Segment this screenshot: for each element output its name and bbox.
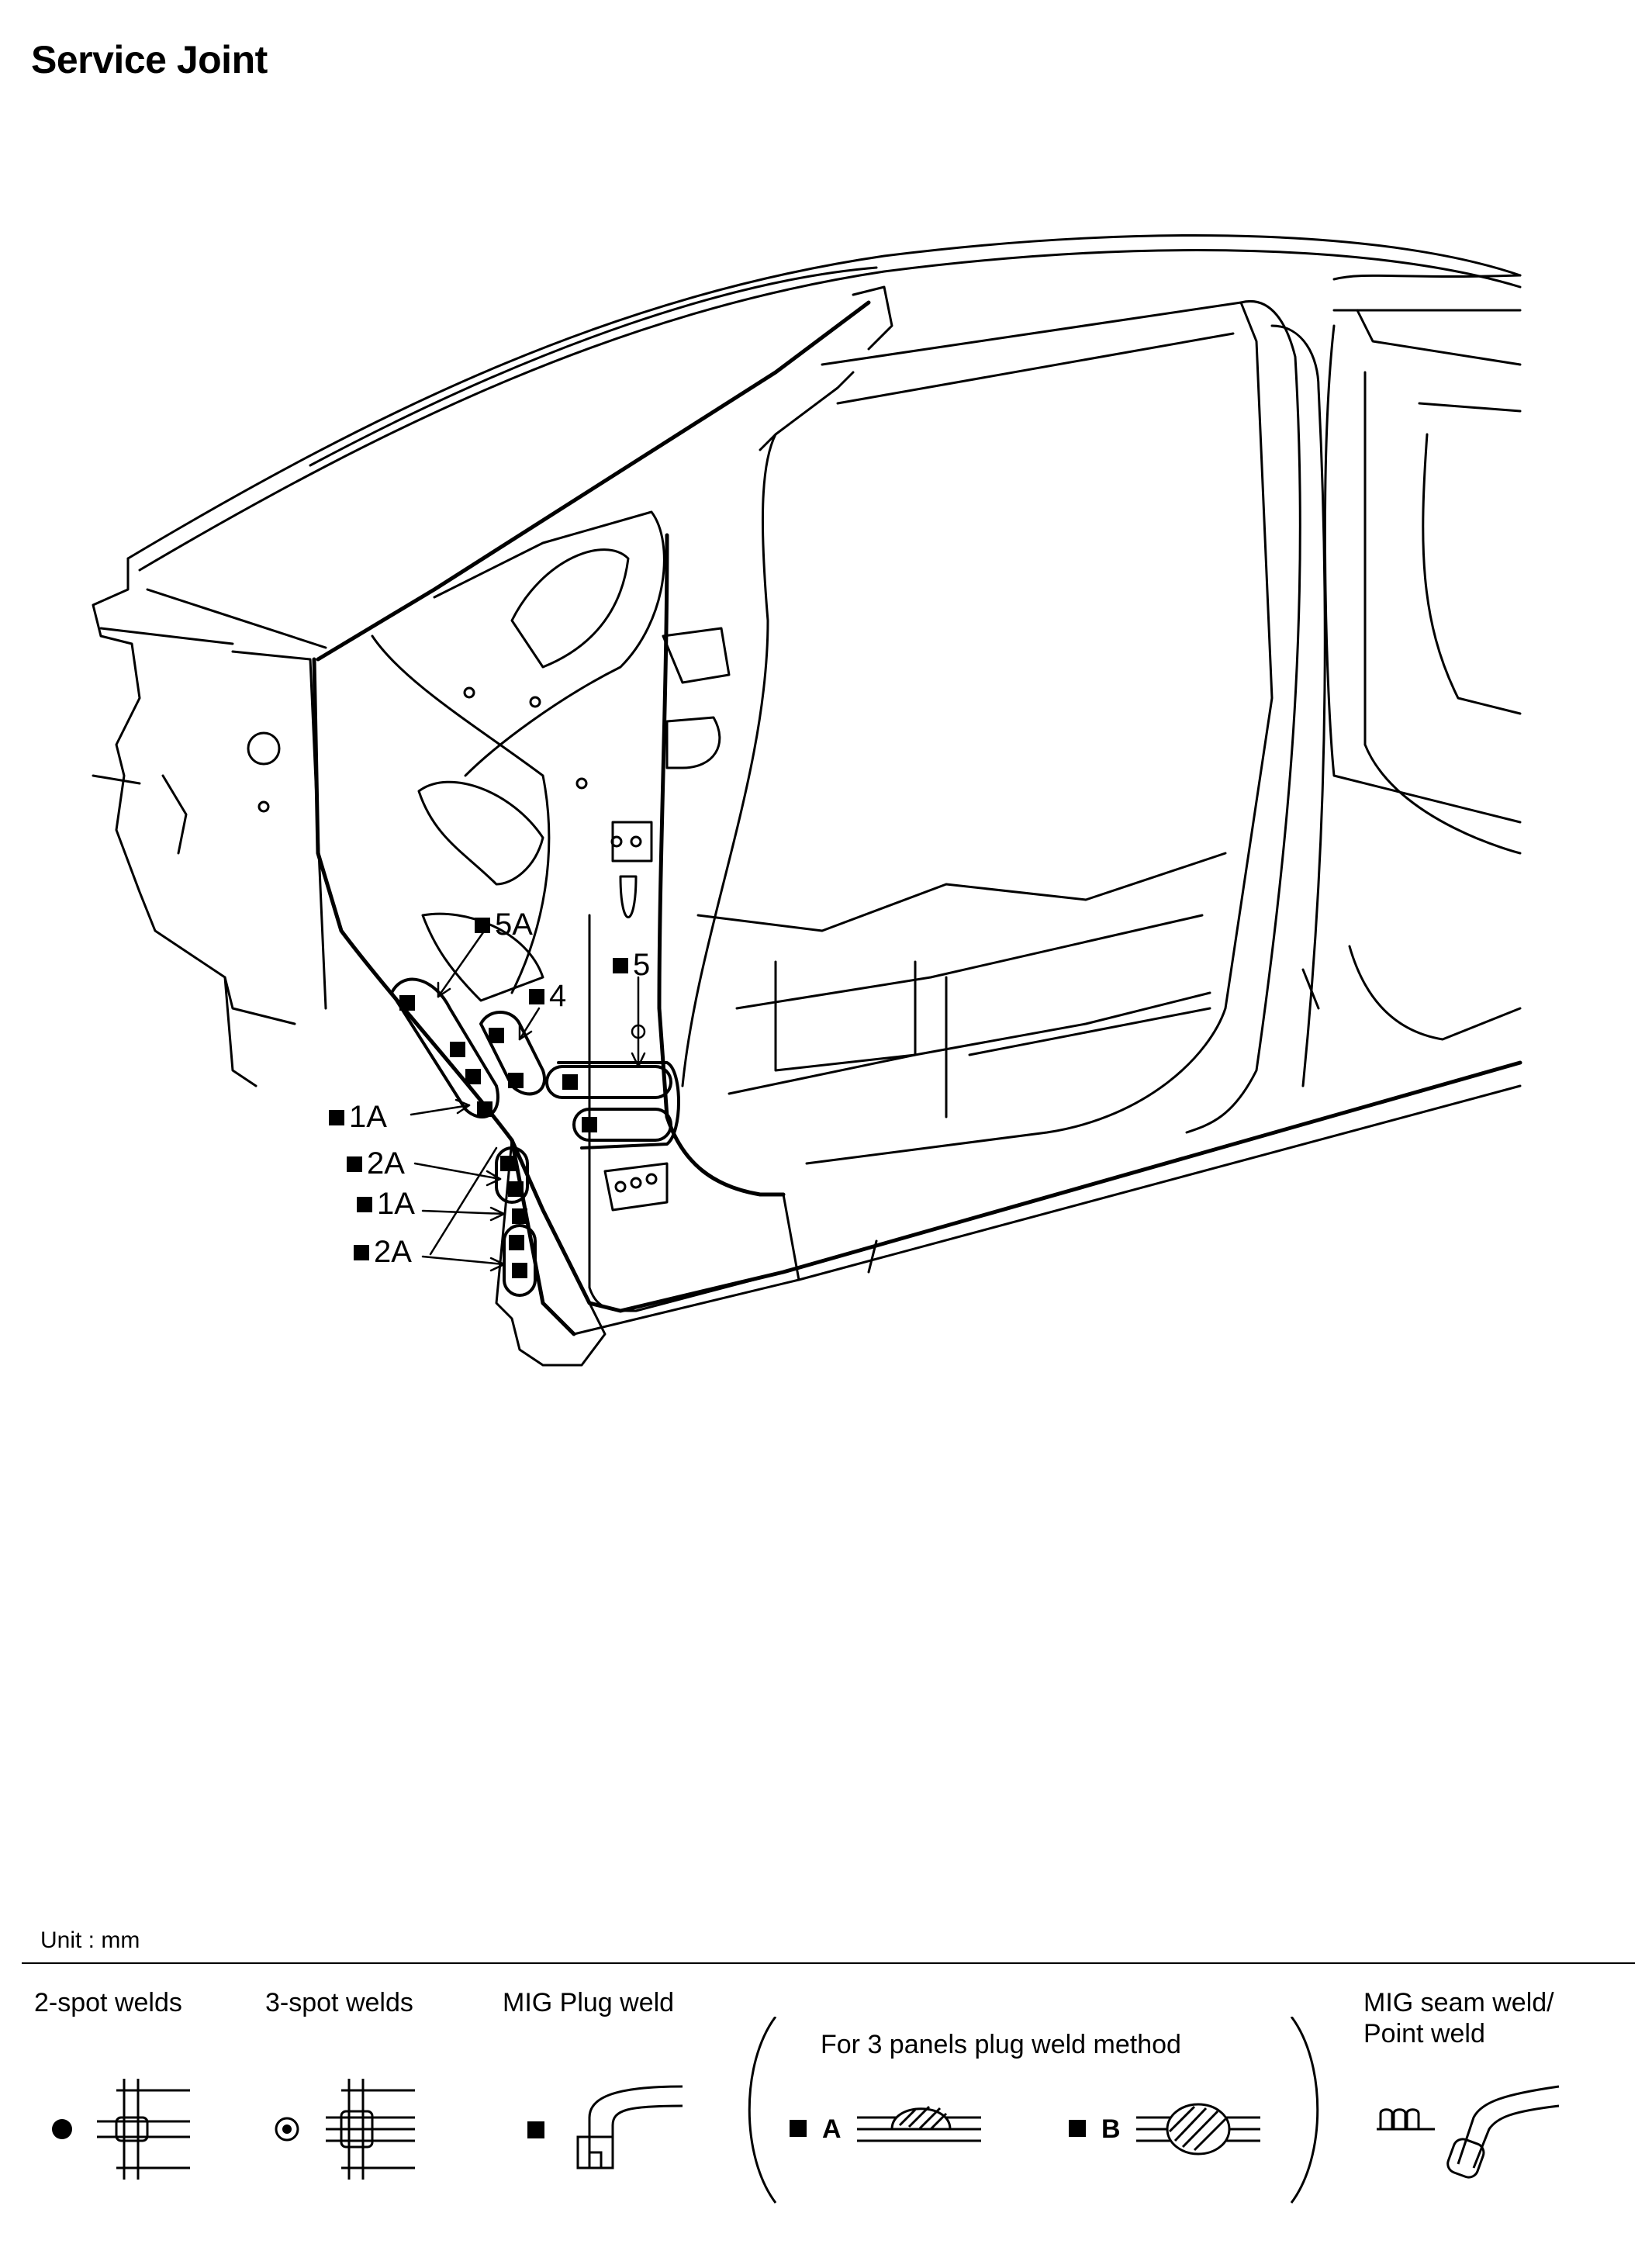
mig-seam-weld-icon	[1377, 2085, 1560, 2179]
legend-symbols	[52, 2017, 1560, 2204]
callout-2A-lower: 2A	[354, 1235, 412, 1270]
weld-square-icon	[613, 957, 628, 973]
weld-square-icon	[347, 1156, 362, 1172]
weld-area-2A-lower	[503, 1224, 537, 1297]
weld-area-5	[545, 1061, 680, 1150]
legend-2-spot-label: 2-spot welds	[34, 1988, 182, 2017]
weld-markers	[399, 995, 597, 1278]
legend-divider	[22, 1962, 1635, 1964]
plug-weld-method-a-icon	[790, 2105, 981, 2142]
two-spot-weld-icon	[52, 2079, 190, 2180]
unit-label: Unit : mm	[40, 1927, 140, 1953]
weld-square-icon	[329, 1109, 344, 1125]
weld-area-2A-upper	[495, 1146, 529, 1204]
plug-weld-method-b-icon	[1069, 2103, 1260, 2156]
callout-1A-lower: 1A	[357, 1187, 415, 1222]
weld-square-icon	[475, 917, 490, 933]
weld-area-4	[479, 1011, 546, 1096]
callout-1A-upper: 1A	[329, 1100, 387, 1135]
legend-mig-plug-label: MIG Plug weld	[503, 1988, 675, 2017]
method-a-label: A	[822, 2114, 842, 2144]
weld-square-icon	[357, 1196, 372, 1212]
weld-square-icon	[354, 1244, 369, 1260]
callout-5A: 5A	[475, 908, 533, 942]
legend-mig-seam-label: MIG seam weld/ Point weld	[1363, 1988, 1554, 2048]
callout-2A-upper: 2A	[347, 1146, 405, 1181]
page-title: Service Joint	[31, 38, 268, 81]
mig-plug-weld-icon	[527, 2085, 683, 2169]
weld-square-icon	[529, 988, 544, 1004]
legend-3-spot-label: 3-spot welds	[265, 1988, 413, 2017]
callout-5: 5	[613, 948, 650, 983]
callout-4: 4	[529, 979, 566, 1014]
left-paren-icon	[748, 2017, 777, 2204]
legend-3-panels-label: For 3 panels plug weld method	[821, 2030, 1181, 2059]
right-paren-icon	[1290, 2017, 1319, 2204]
method-b-label: B	[1101, 2114, 1121, 2144]
three-spot-weld-icon	[275, 2079, 415, 2180]
